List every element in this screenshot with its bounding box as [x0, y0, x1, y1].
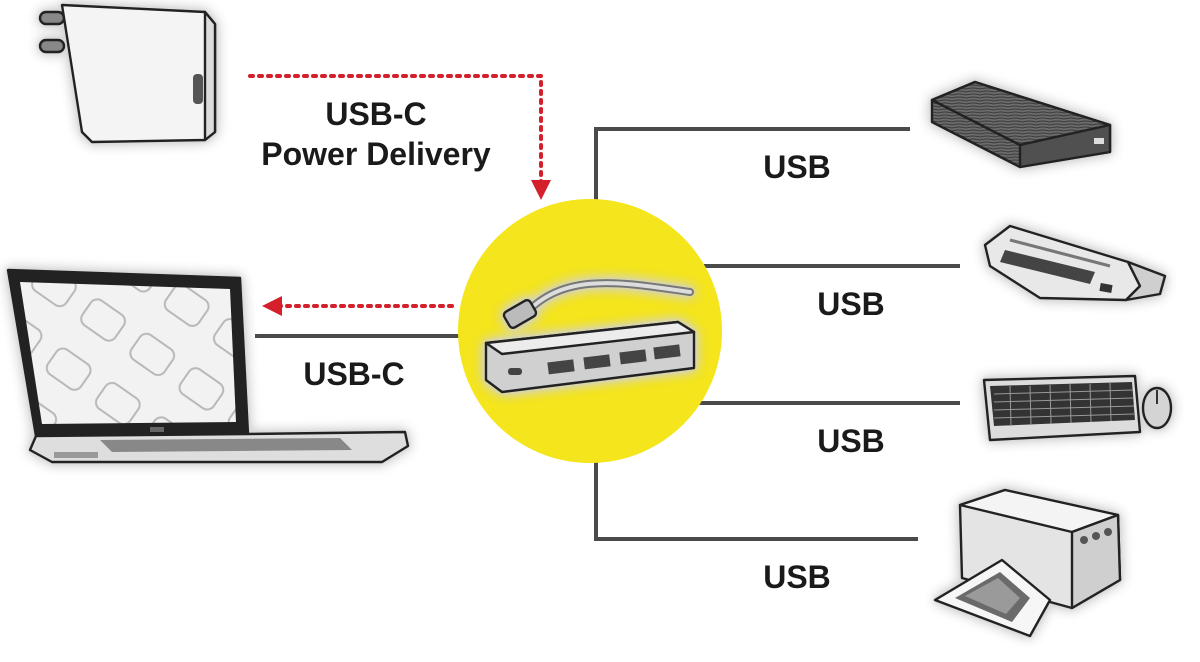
- printer-connection-label: USB: [763, 559, 831, 595]
- usb-c-charger-icon: [38, 3, 217, 144]
- laptop-connection-label: USB-C: [303, 356, 404, 392]
- keyboard-connection-label: USB: [817, 423, 885, 459]
- card-reader-connection-label: USB: [817, 286, 885, 322]
- power-input-arrow: [248, 74, 551, 200]
- power-delivery-label-line2: Power Delivery: [261, 136, 491, 172]
- usb-c-hub-icon: [484, 279, 696, 394]
- hub-node: [458, 199, 722, 463]
- printer-icon: [933, 488, 1122, 638]
- power-delivery-arrows: [248, 74, 551, 316]
- hard-drive-connection-label: USB: [763, 149, 831, 185]
- printer-connector-line: [594, 460, 918, 541]
- keyboard-mouse-icon: [982, 374, 1173, 442]
- hard-drive-connector-line: [594, 127, 910, 200]
- connector-lines: [255, 127, 960, 541]
- power-delivery-label-line1: USB-C: [325, 96, 426, 132]
- labels: USB-C Power Delivery USB-C USB USB USB U…: [258, 93, 888, 598]
- laptop-icon: [6, 268, 410, 464]
- card-reader-icon: [983, 224, 1167, 302]
- external-hard-drive-icon: [930, 80, 1112, 169]
